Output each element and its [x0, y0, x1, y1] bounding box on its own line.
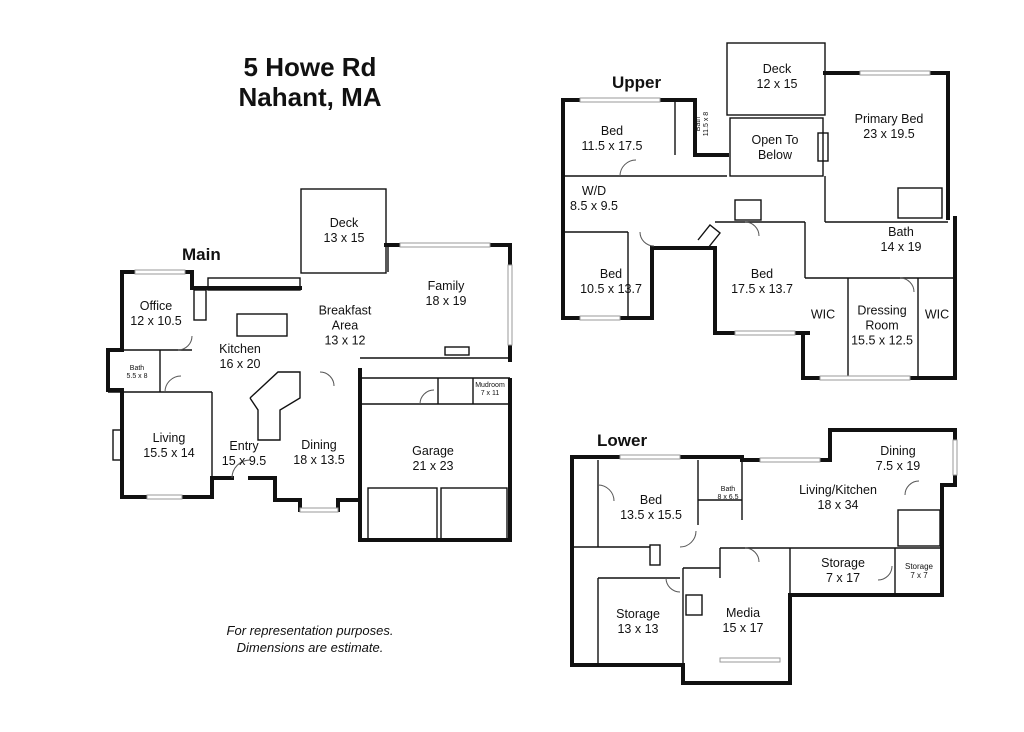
disclaimer: For representation purposes. Dimensions …: [190, 622, 430, 656]
upper-floor-walls: [561, 42, 957, 381]
floor-label-lower: Lower: [597, 431, 648, 450]
address-line1: 5 Howe Rd: [243, 52, 377, 82]
room-upper-wic1: WIC: [810, 307, 836, 322]
room-upper-wic2: WIC: [924, 307, 950, 322]
disclaimer-line1: For representation purposes.: [226, 623, 394, 638]
address-line2: Nahant, MA: [238, 82, 382, 112]
floor-label-upper: Upper: [612, 73, 662, 92]
lower-floor-walls: [570, 428, 958, 685]
disclaimer-line2: Dimensions are estimate.: [236, 640, 384, 655]
floor-label-main: Main: [182, 245, 221, 264]
main-floor-walls: [106, 188, 513, 542]
